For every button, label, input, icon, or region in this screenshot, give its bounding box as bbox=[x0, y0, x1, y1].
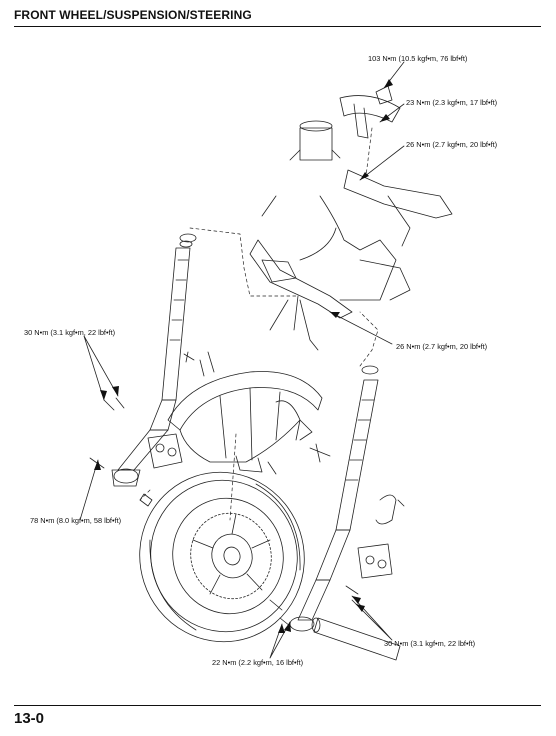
torque-label-handlebar-lower: 26 N•m (2.7 kgf•m, 20 lbf•ft) bbox=[396, 342, 488, 351]
header-divider bbox=[14, 26, 541, 28]
torque-label-axle: 78 N•m (8.0 kgf•m, 58 lbf•ft) bbox=[30, 516, 122, 525]
torque-label-stem-nut: 103 N•m (10.5 kgf•m, 76 lbf•ft) bbox=[368, 54, 468, 63]
section-title: FRONT WHEEL/SUSPENSION/STEERING bbox=[14, 8, 252, 22]
page-number: 13-0 bbox=[14, 710, 45, 727]
right-fork-leg bbox=[289, 365, 379, 632]
hardware bbox=[89, 351, 405, 627]
left-brake-caliper bbox=[147, 433, 183, 469]
left-fork-leg bbox=[111, 233, 197, 487]
torque-label-handlebar-pinch: 26 N•m (2.7 kgf•m, 20 lbf•ft) bbox=[406, 140, 498, 149]
front-fender bbox=[167, 371, 323, 473]
torque-label-fork-pinch-right: 30 N•m (3.1 kgf•m, 22 lbf•ft) bbox=[384, 639, 476, 648]
right-brake-caliper bbox=[357, 494, 397, 579]
torque-label-fork-pinch-left: 30 N•m (3.1 kgf•m, 22 lbf•ft) bbox=[24, 328, 116, 337]
footer-divider bbox=[14, 705, 541, 707]
front-wheel bbox=[139, 471, 305, 643]
torque-label-top-bridge-pinch: 23 N•m (2.3 kgf•m, 17 lbf•ft) bbox=[406, 98, 498, 107]
torque-label-axle-pinch: 22 N•m (2.2 kgf•m, 16 lbf•ft) bbox=[212, 658, 304, 667]
steering-assembly bbox=[249, 85, 453, 351]
front-axle bbox=[311, 617, 401, 661]
